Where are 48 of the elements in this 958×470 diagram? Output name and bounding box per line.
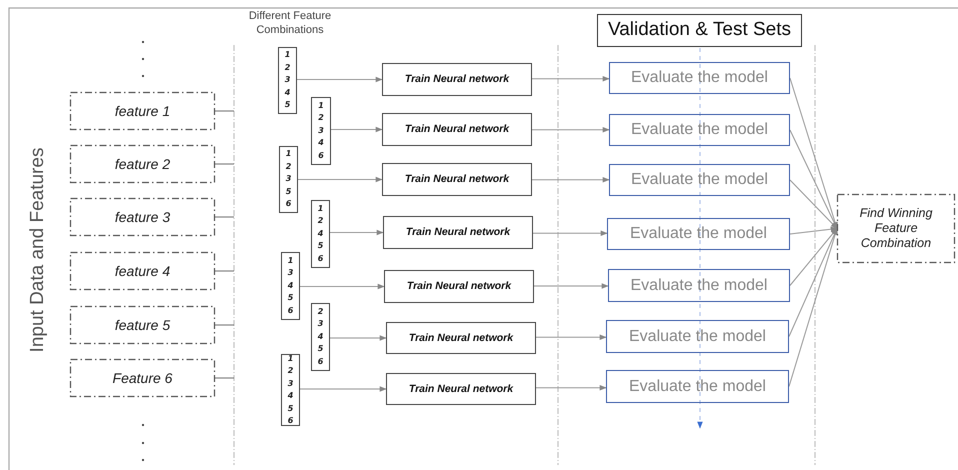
evaluation-box: Evaluate the model [607, 218, 790, 250]
evaluation-box: Evaluate the model [609, 62, 790, 94]
arrow [532, 176, 610, 183]
feature-box: Feature 6 [70, 359, 215, 397]
arrow [536, 384, 607, 391]
arrow [534, 283, 609, 289]
feature-combination-box: 1 2 3 4 5 6 [281, 354, 300, 426]
evaluation-box: Evaluate the model [606, 320, 789, 353]
result-box: Find Winning Feature Combination [837, 194, 955, 263]
evaluation-box: Evaluate the model [609, 114, 790, 146]
arrow [330, 335, 387, 341]
feature-combination-box: 1 2 4 5 6 [311, 200, 330, 268]
feature-box: feature 4 [70, 252, 215, 290]
arrow [532, 76, 610, 82]
arrow [300, 386, 387, 392]
training-box: Train Neural network [382, 113, 532, 146]
evaluation-box: Evaluate the model [608, 269, 790, 302]
arrow [300, 284, 385, 290]
feature-box: feature 1 [70, 92, 215, 130]
feature-combination-box: 2 3 4 5 6 [311, 303, 330, 371]
arrow [298, 176, 383, 182]
feature-box: feature 5 [70, 306, 215, 344]
arrow [790, 180, 838, 229]
arrow [330, 126, 383, 132]
training-box: Train Neural network [383, 216, 533, 249]
training-box: Train Neural network [386, 373, 536, 405]
evaluation-box: Evaluate the model [606, 370, 789, 403]
training-box: Train Neural network [384, 270, 534, 303]
axis-title: Input Data and Features [27, 148, 49, 352]
feature-combination-box: 1 2 3 4 5 [278, 47, 297, 114]
feature-combination-box: 1 2 3 4 6 [311, 97, 331, 165]
evaluation-box: Evaluate the model [609, 164, 790, 196]
training-box: Train Neural network [382, 163, 532, 196]
training-box: Train Neural network [382, 63, 532, 96]
arrow [536, 334, 607, 340]
arrow [532, 230, 608, 236]
column-heading: Different Feature Combinations [248, 9, 332, 38]
arrow [330, 230, 384, 236]
feature-combination-box: 1 2 3 5 6 [279, 146, 298, 213]
feature-box: feature 2 [70, 145, 215, 183]
training-box: Train Neural network [386, 322, 536, 354]
arrow [296, 76, 383, 82]
section-header-box: Validation & Test Sets [597, 14, 802, 47]
arrow [790, 226, 838, 234]
arrow [532, 126, 610, 133]
feature-box: feature 3 [70, 198, 215, 236]
feature-combination-box: 1 3 4 5 6 [281, 252, 300, 320]
arrow [790, 228, 838, 286]
